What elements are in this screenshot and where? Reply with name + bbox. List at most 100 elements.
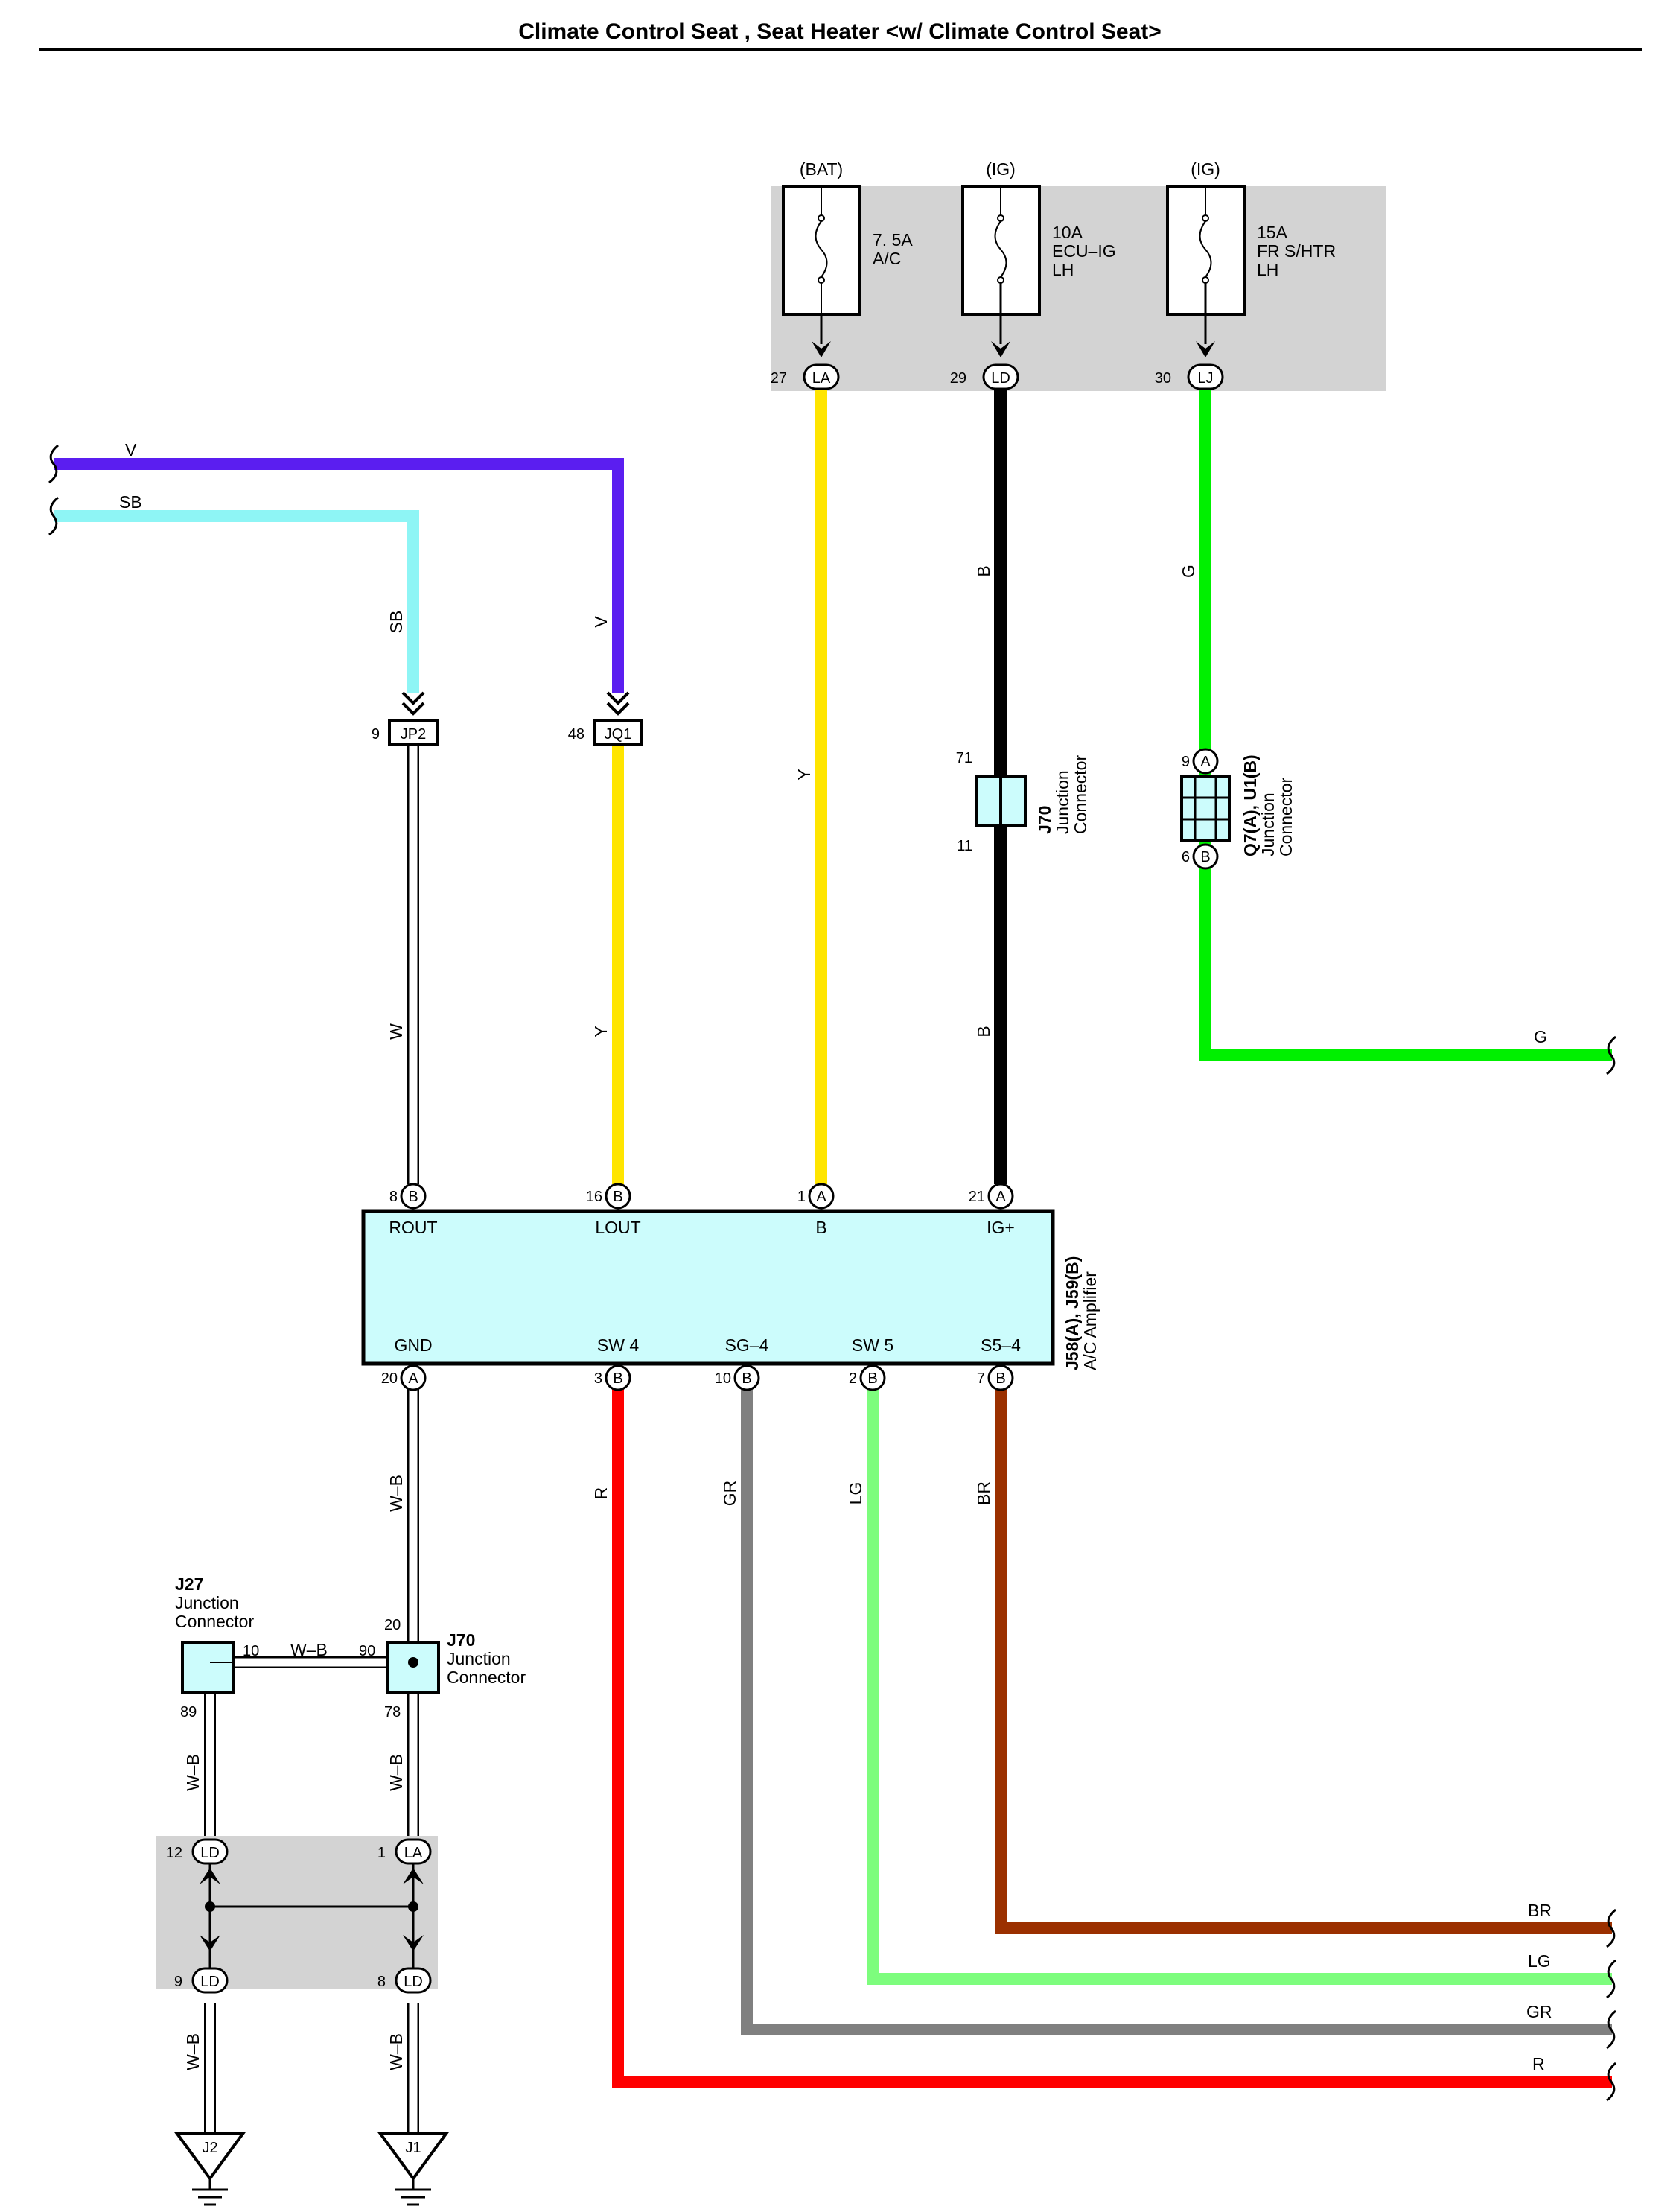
break-mark-gr	[1606, 2009, 1616, 2050]
connector-j70-bottom-name: J70	[447, 1630, 475, 1650]
fuse-connector-id: LD	[991, 370, 1010, 387]
amp-pin-sw5-id: B	[867, 1370, 877, 1387]
ground-block-pin-number: 1	[377, 1845, 386, 1861]
wire-label-g: G	[1534, 1027, 1547, 1046]
amp-pin-b-label: B	[815, 1218, 826, 1237]
connector-jq1-pin: 48	[568, 726, 584, 743]
connector-jp2: JP2 9	[372, 691, 439, 746]
connector-q7-label-2: Connector	[1276, 778, 1296, 856]
fuse-rating: 10A	[1052, 223, 1083, 242]
connector-j70-top-label-1: Junction	[1053, 770, 1072, 834]
connector-j70-top-name: J70	[1035, 806, 1054, 834]
wire-label-g-vertical: G	[1179, 565, 1198, 578]
amp-pin-b-number: 1	[797, 1189, 806, 1205]
break-mark-sb	[48, 496, 59, 536]
connector-j27-name: J27	[175, 1574, 203, 1594]
amp-pin-sw5-number: 2	[849, 1370, 857, 1387]
wire-label-wb-j70: W–B	[386, 1754, 406, 1791]
amp-pin-rout: B 8 ROUT	[389, 1183, 438, 1237]
wire-label-r: R	[1532, 2054, 1545, 2073]
ground-j1: J1	[377, 2132, 449, 2206]
amp-pin-s54-number: 7	[977, 1370, 985, 1387]
page-title: Climate Control Seat , Seat Heater <w/ C…	[518, 19, 1162, 44]
wire-label-y-right: Y	[794, 769, 814, 780]
connector-q7-u1: A 9 B 6 Q7(A), U1(B) Junction Connector	[1180, 748, 1296, 870]
ground-block-pin-id: LD	[200, 1974, 220, 1990]
fuse-name: FR S/HTR	[1257, 241, 1336, 261]
amp-pin-gnd: GND A 20	[381, 1335, 433, 1391]
amp-pin-lout-id: B	[613, 1189, 622, 1205]
break-mark-br	[1606, 1908, 1616, 1948]
wire-label-b-upper: B	[974, 565, 993, 576]
ground-block-pin-number: 12	[166, 1845, 182, 1861]
wire-label-wb-ground-j2: W–B	[183, 2033, 203, 2070]
connector-q7-pin-top-id: A	[1200, 754, 1211, 770]
amp-pin-ig-id: A	[995, 1189, 1006, 1205]
amp-pin-rout-id: B	[408, 1189, 418, 1205]
connector-j70-bottom-label-1: Junction	[447, 1649, 511, 1668]
fuse-pin-number: 29	[950, 370, 966, 387]
amp-pin-ig: A 21 IG+	[969, 1183, 1015, 1237]
amp-pin-sg4-label: SG–4	[725, 1335, 769, 1355]
ground-block-pin-id: LD	[404, 1974, 423, 1990]
wire-v	[54, 458, 624, 693]
connector-j70-top-pin-bottom: 11	[957, 838, 972, 854]
fuse-pin-number: 30	[1155, 370, 1171, 387]
wire-label-y-left: Y	[591, 1026, 611, 1037]
amp-pin-lout-label: LOUT	[595, 1218, 640, 1237]
connector-j70-top-label-2: Connector	[1071, 755, 1090, 834]
amp-pin-sw4-label: SW 4	[597, 1335, 639, 1355]
wire-label-wb-ground-j1: W–B	[386, 2033, 406, 2070]
connector-j70-top: 71 11 J70 Junction Connector	[956, 750, 1090, 854]
amp-pin-s54: S5–4 B 7	[977, 1335, 1021, 1391]
amp-pin-ig-number: 21	[969, 1189, 985, 1205]
break-mark-r	[1606, 2062, 1616, 2102]
fuse-connector-id: LJ	[1197, 370, 1213, 387]
connector-jq1-name: JQ1	[605, 726, 632, 743]
amp-pin-sw4-number: 3	[594, 1370, 602, 1387]
amp-pin-b-id: A	[816, 1189, 826, 1205]
fuse-block	[771, 186, 1386, 391]
amp-pin-sg4-id: B	[742, 1370, 751, 1387]
ground-block-pin-id: LA	[404, 1845, 423, 1861]
connector-q7-pin-bottom: 6	[1182, 849, 1190, 865]
fuse-source-label: (BAT)	[800, 159, 843, 179]
connector-q7-pin-bottom-id: B	[1200, 849, 1210, 865]
amp-pin-s54-label: S5–4	[981, 1335, 1021, 1355]
amp-pin-gnd-label: GND	[394, 1335, 432, 1355]
ground-j2-label: J2	[202, 2140, 217, 2156]
wire-label-v-vertical: V	[591, 616, 611, 628]
ground-junction-block: LD 12 LA 1 LD 9 LD 8	[156, 1836, 438, 1994]
fuse-pin-number: 27	[771, 370, 787, 387]
amp-pin-lout-number: 16	[586, 1189, 602, 1205]
amp-pin-sw5-label: SW 5	[852, 1335, 893, 1355]
connector-j27: J27 Junction Connector 10 89	[175, 1574, 259, 1720]
fuse-1: (BAT) 7. 5A A/C 27 LA	[771, 159, 913, 390]
wire-label-sb-vertical: SB	[386, 611, 406, 634]
wire-r	[612, 1385, 1612, 2088]
amp-pin-rout-label: ROUT	[389, 1218, 437, 1237]
wire-label-b-lower: B	[974, 1026, 993, 1037]
break-mark-g	[1606, 1035, 1616, 1075]
connector-q7-pin-top: 9	[1182, 754, 1190, 770]
fuse-name: A/C	[873, 249, 901, 268]
fuse-3: (IG) 15A FR S/HTR LH 30 LJ	[1155, 159, 1336, 390]
amp-pin-gnd-number: 20	[381, 1370, 398, 1387]
amp-pin-lout: B 16 LOUT	[586, 1183, 641, 1237]
ground-j2: J2	[174, 2132, 246, 2206]
connector-j27-pin-bottom: 89	[180, 1704, 197, 1720]
fuse-rating: 7. 5A	[873, 230, 913, 250]
connector-jp2-name: JP2	[401, 726, 426, 743]
amp-pin-sg4: SG–4 B 10	[715, 1335, 769, 1391]
amp-pin-gnd-id: A	[408, 1370, 418, 1387]
fuse-name-2: LH	[1052, 260, 1074, 279]
amplifier-description: A/C Amplifier	[1080, 1271, 1100, 1370]
amp-pin-ig-label: IG+	[987, 1218, 1015, 1237]
fuse-rating: 15A	[1257, 223, 1288, 242]
wire-label-sb: SB	[119, 492, 142, 512]
ground-block-pin-number: 9	[174, 1974, 182, 1990]
wire-gr	[741, 1385, 1612, 2035]
connector-j70-bottom-label-2: Connector	[447, 1668, 526, 1687]
wire-label-r-vertical: R	[591, 1487, 611, 1500]
